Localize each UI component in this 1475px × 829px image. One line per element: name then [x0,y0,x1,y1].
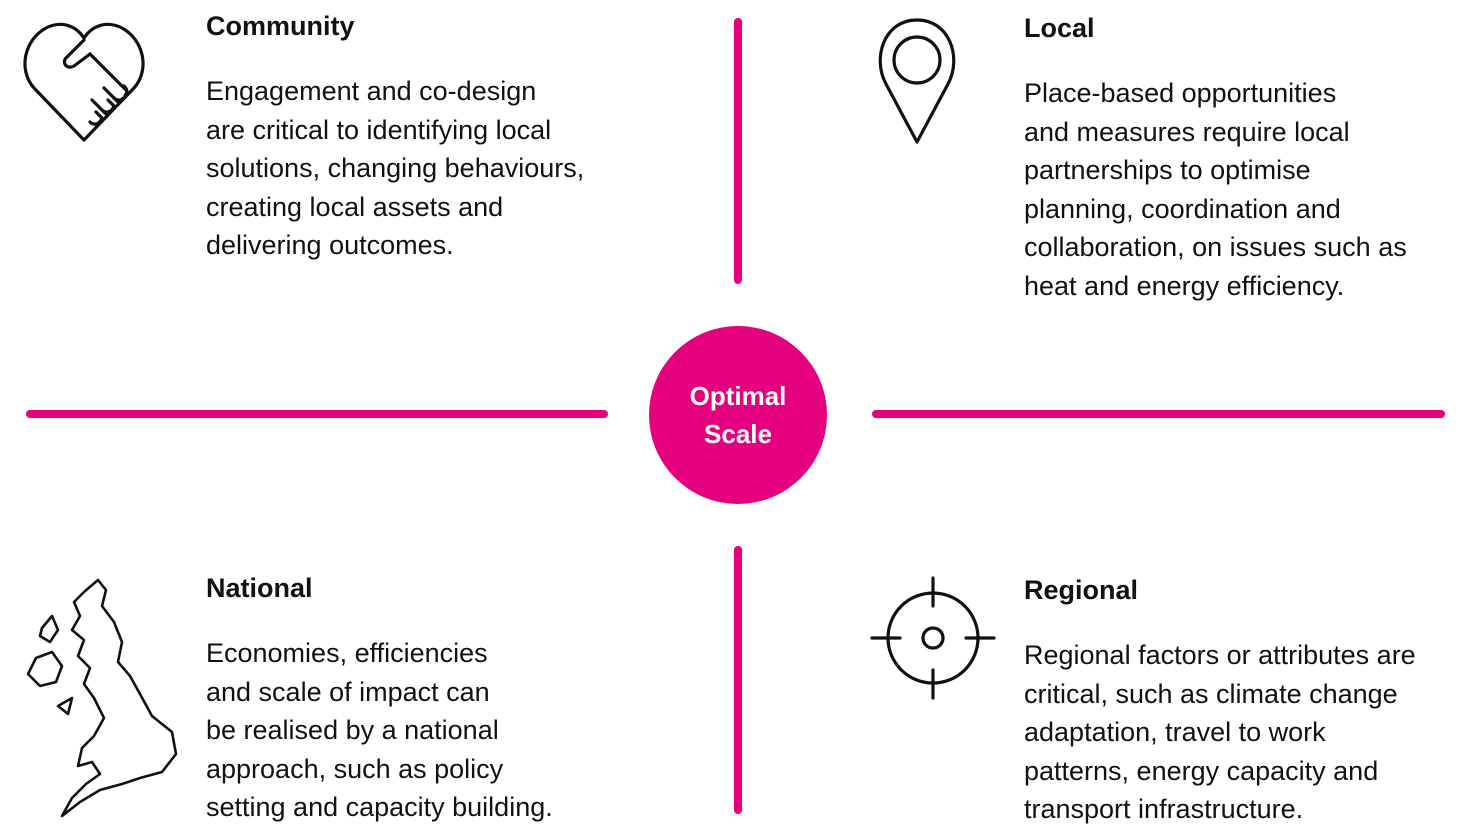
text-line: solutions, changing behaviours, [206,153,585,183]
map-pin-icon [872,14,962,146]
handshake-heart-icon [22,14,146,146]
regional-title: Regional [1024,575,1139,605]
national-title: National [206,573,313,603]
divider-vertical-bottom [734,546,742,814]
text-line: Place-based opportunities [1024,78,1337,108]
divider-horizontal-right [872,410,1445,418]
text-line: Engagement and co-design [206,76,537,106]
text-line: collaboration, on issues such as [1024,232,1407,262]
local-title: Local [1024,13,1095,43]
regional-block: Regional Regional factors or attributes … [1024,574,1464,829]
text-line: approach, such as policy [206,753,504,784]
text-line: Economies, efficiencies [206,638,488,668]
text-line: patterns, energy capacity and [1024,755,1379,786]
text-line: Regional factors or attributes are [1024,640,1416,670]
text-line: adaptation, travel to work [1024,717,1326,747]
text-line: critical, such as climate change [1024,678,1398,709]
text-line: partnerships to optimise [1024,155,1311,185]
uk-map-icon [22,576,182,819]
text-line: planning, coordination and [1024,193,1341,224]
community-description: Engagement and co-design are critical to… [206,72,626,265]
text-line: are critical to identifying local [206,114,552,145]
regional-description: Regional factors or attributes are criti… [1024,636,1464,829]
national-description: Economies, efficiencies and scale of imp… [206,634,626,827]
community-block: Community Engagement and co-design are c… [206,10,626,265]
community-title: Community [206,11,355,41]
crosshair-target-icon [868,576,998,702]
text-line: be realised by a national [206,715,499,745]
text-line: delivering outcomes. [206,230,454,260]
local-description: Place-based opportunities and measures r… [1024,74,1464,305]
center-label-line2: Scale [704,419,772,449]
optimal-scale-circle: Optimal Scale [649,326,827,504]
divider-vertical-top [734,18,742,284]
local-block: Local Place-based opportunities and meas… [1024,12,1464,305]
center-label-line1: Optimal [689,381,787,411]
text-line: heat and energy efficiency. [1024,270,1345,301]
national-block: National Economies, efficiencies and sca… [206,572,626,827]
text-line: creating local assets and [206,191,504,222]
text-line: and measures require local [1024,116,1350,147]
text-line: transport infrastructure. [1024,794,1304,824]
text-line: setting and capacity building. [206,792,553,822]
text-line: and scale of impact can [206,676,490,707]
divider-horizontal-left [26,410,608,418]
